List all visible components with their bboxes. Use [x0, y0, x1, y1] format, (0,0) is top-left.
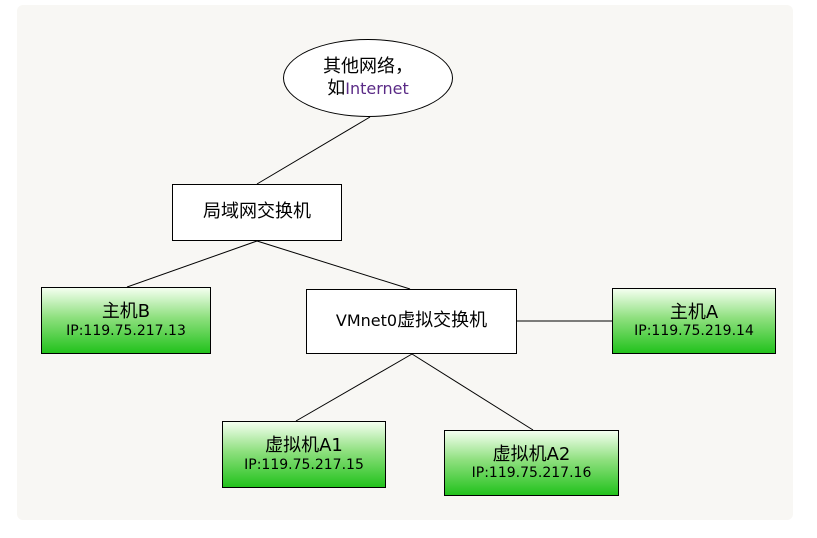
- host-b-title: 主机B: [101, 301, 151, 323]
- vmnet-label-prefix: VMnet0: [335, 311, 398, 331]
- cloud-line2: 如Internet: [327, 78, 409, 100]
- link-lan-hostb: [126, 240, 258, 288]
- host-a-node: 主机A IP:119.75.219.14: [612, 288, 776, 354]
- vm-a1-node: 虚拟机A1 IP:119.75.217.15: [222, 421, 386, 488]
- host-a-title: 主机A: [669, 301, 719, 323]
- link-internet-lan: [256, 116, 371, 185]
- vmnet-label-suffix: 虚拟交换机: [397, 310, 488, 332]
- vm-a1-ip: IP:119.75.217.15: [244, 456, 364, 473]
- vmnet-switch-label: VMnet0虚拟交换机: [335, 310, 488, 332]
- cloud-line2-prefix: 如: [327, 78, 346, 99]
- link-vmnet-vma2: [411, 353, 534, 431]
- lan-switch-label: 局域网交换机: [203, 201, 311, 223]
- vmnet-switch-node: VMnet0虚拟交换机: [306, 289, 517, 354]
- internet-cloud-node: 其他网络， 如Internet: [283, 39, 453, 117]
- cloud-line1: 其他网络，: [323, 56, 413, 78]
- host-a-ip: IP:119.75.219.14: [634, 323, 754, 340]
- link-lan-vmnet: [256, 240, 411, 290]
- vm-a2-node: 虚拟机A2 IP:119.75.217.16: [444, 430, 619, 496]
- vm-a2-ip: IP:119.75.217.16: [471, 465, 592, 482]
- link-vmnet-vma1: [295, 353, 413, 422]
- lan-switch-node: 局域网交换机: [172, 184, 342, 241]
- internet-label: Internet: [345, 79, 409, 98]
- vm-a2-title: 虚拟机A2: [492, 443, 571, 465]
- host-b-node: 主机B IP:119.75.217.13: [41, 287, 211, 354]
- host-b-ip: IP:119.75.217.13: [66, 322, 186, 339]
- vm-a1-title: 虚拟机A1: [265, 435, 343, 457]
